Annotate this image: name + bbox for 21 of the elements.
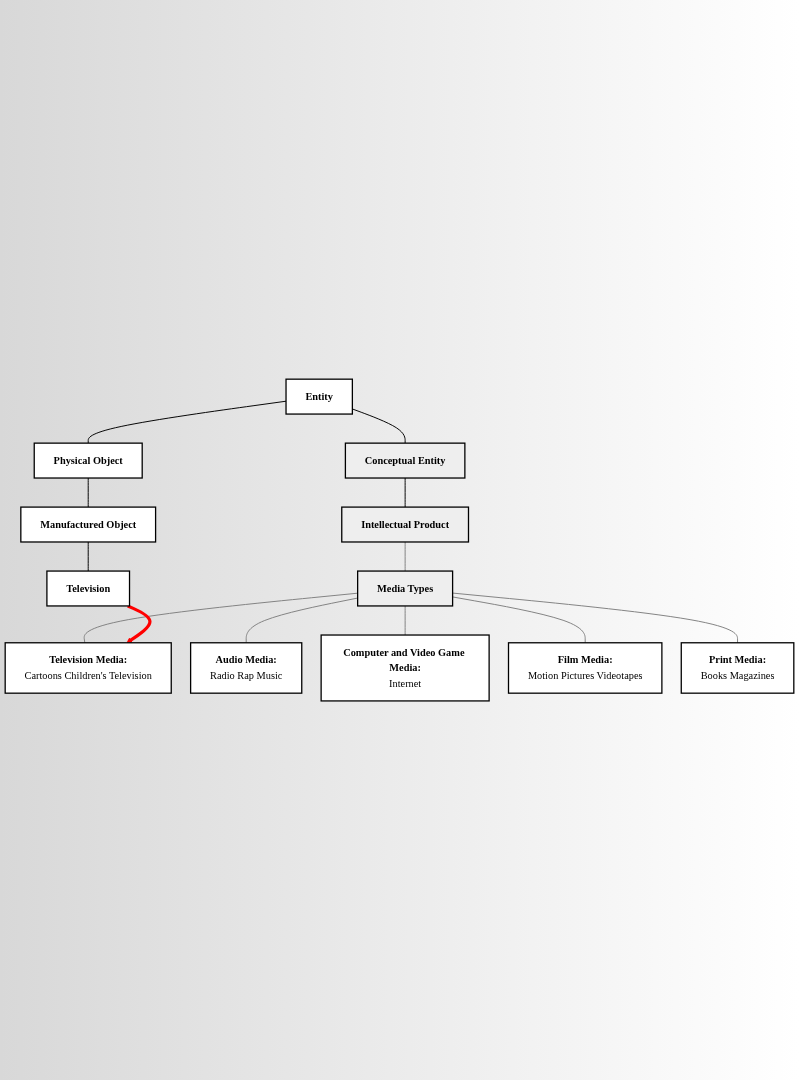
connector xyxy=(404,477,406,508)
connector xyxy=(404,541,406,572)
arrow xyxy=(126,604,152,643)
connector xyxy=(87,400,287,444)
connector xyxy=(452,592,739,644)
node-box: Entity xyxy=(285,378,353,415)
node-box: Media Types xyxy=(357,570,454,607)
node-box: Conceptual Entity xyxy=(344,442,466,479)
node-box: Print Media: Books Magazines xyxy=(680,642,795,694)
connector xyxy=(404,605,406,636)
connector xyxy=(452,596,586,644)
node-box: Audio Media: Radio Rap Music xyxy=(189,642,303,694)
node-box: Physical Object xyxy=(33,442,143,479)
connector xyxy=(87,541,89,572)
node-box: Film Media: Motion Pictures Videotapes xyxy=(507,642,663,694)
node-box: Television Media: Cartoons Children's Television xyxy=(4,642,172,694)
node-box: Manufactured Object xyxy=(20,506,157,543)
connector xyxy=(87,477,89,508)
node-box: Computer and Video Game Media: Internet xyxy=(320,634,490,702)
node-box: Television xyxy=(46,570,131,607)
node-box: Intellectual Product xyxy=(341,506,470,543)
